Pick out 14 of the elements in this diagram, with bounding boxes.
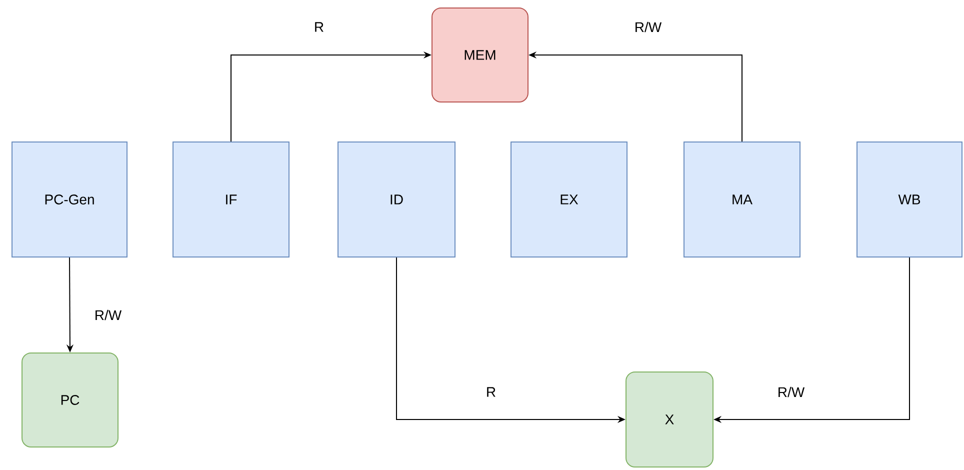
memory-box: MEM: [432, 8, 528, 102]
edge-label: R/W: [778, 386, 805, 398]
stage-box: IF: [172, 142, 290, 258]
edge-label: R/W: [96, 310, 122, 320]
edge-label: R: [487, 387, 496, 397]
stage-box: ID: [338, 142, 456, 258]
register-box: X: [626, 372, 714, 468]
register-box: PC: [22, 352, 118, 448]
edge-label: R/W: [636, 22, 662, 32]
stage-box: EX: [510, 142, 628, 258]
stage-box: WB: [856, 142, 962, 258]
stage-box: PC-Gen: [12, 142, 128, 258]
stage-box: MA: [684, 142, 800, 258]
edge-label: R: [315, 22, 324, 32]
